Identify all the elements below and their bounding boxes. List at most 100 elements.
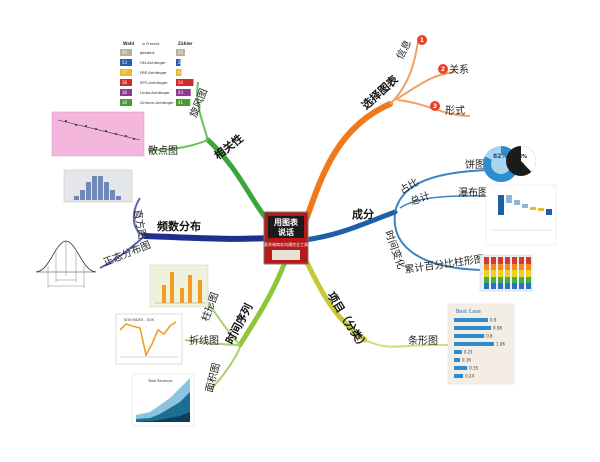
step-3-label: 形式 bbox=[445, 104, 465, 117]
normal-thumb bbox=[35, 240, 97, 288]
stacked-segment bbox=[526, 270, 531, 277]
branch-select-chart-curve bbox=[297, 101, 393, 239]
normal-curve bbox=[99, 235, 146, 269]
stacked-segment bbox=[498, 277, 503, 283]
branch-frequency-curve bbox=[142, 233, 271, 242]
stacked-segment bbox=[519, 257, 524, 264]
stacked-thumb bbox=[479, 254, 533, 292]
pie-a-value: 82% bbox=[493, 153, 507, 160]
stacked-segment bbox=[505, 277, 510, 283]
tornado-header-right: Zähler bbox=[178, 41, 193, 46]
branch-component-label: 成分 bbox=[352, 207, 374, 221]
stacked-segment bbox=[491, 264, 496, 270]
tornado-left-value: 36 bbox=[122, 80, 128, 85]
tornado-header-left: Wahl bbox=[123, 41, 135, 46]
tornado-right-value: 6 bbox=[178, 70, 181, 75]
bar bbox=[454, 350, 462, 354]
center-book: 用图表 说话 麦肯锡商务沟通完全工具 bbox=[263, 211, 309, 265]
step-1-label: 信息 bbox=[393, 38, 414, 62]
bar-value-label: 0.24 bbox=[465, 374, 474, 379]
center-title-line2: 说话 bbox=[278, 227, 294, 237]
tornado-left-bar bbox=[120, 69, 132, 76]
tornado-left-value: 46 bbox=[122, 50, 128, 55]
branch-component-curve bbox=[302, 209, 398, 243]
pie-thumb: 82% 38% xxxxx bbox=[482, 146, 536, 183]
line-curve bbox=[184, 339, 241, 346]
pie-a-hole bbox=[491, 154, 511, 174]
bar-value-label: 0.21 bbox=[464, 350, 473, 355]
tornado-row-name: Ott-Anhänger bbox=[140, 60, 166, 65]
pie-b-slice bbox=[521, 146, 536, 172]
histogram-curve bbox=[132, 197, 146, 237]
bar-value-label: 0.35 bbox=[469, 366, 478, 371]
tornado-right-value: 54 bbox=[178, 80, 184, 85]
stacked-segment bbox=[484, 264, 489, 270]
tornado-right-value: 41 bbox=[178, 100, 184, 105]
normal-dist-label: 正态分布图 bbox=[101, 238, 152, 269]
stacked-segment bbox=[512, 257, 517, 264]
line-chart-label: 折线图 bbox=[189, 334, 219, 347]
stacked-curve bbox=[393, 213, 483, 271]
stacked-segment bbox=[484, 257, 489, 264]
step-2-curve bbox=[394, 71, 456, 101]
line-thumb: SOX INDEX - SOX bbox=[115, 313, 183, 365]
bar bbox=[454, 366, 468, 370]
scatter-curve bbox=[147, 139, 209, 151]
tornado-curve bbox=[196, 81, 209, 141]
pie-curve bbox=[394, 169, 491, 213]
stacked-segment bbox=[519, 283, 524, 289]
tornado-right-value: 2 bbox=[178, 60, 181, 65]
step-1-curve bbox=[389, 41, 419, 105]
scatter-label: 散点图 bbox=[148, 144, 178, 157]
bar-value-label: 0.8 bbox=[486, 334, 493, 339]
tornado-row-name: gesamt bbox=[140, 50, 155, 55]
tornado-left-bar bbox=[120, 59, 132, 66]
tornado-left-bar bbox=[120, 99, 132, 106]
tornado-right-bar bbox=[176, 99, 191, 106]
step-1: 信息 1 bbox=[393, 35, 427, 61]
stacked-segment bbox=[505, 270, 510, 277]
step-2-label: 关系 bbox=[449, 63, 469, 76]
bar bbox=[454, 334, 485, 338]
tornado-right-value: 20 bbox=[178, 50, 184, 55]
center-title-line1: 用图表 bbox=[273, 217, 299, 227]
bar-value-label: 0.98 bbox=[493, 326, 502, 331]
stacked-segment bbox=[505, 257, 510, 264]
branch-items-label: 项目（分类） bbox=[324, 289, 371, 352]
stacked-segment bbox=[526, 264, 531, 270]
stacked-segment bbox=[512, 277, 517, 283]
stacked-segment bbox=[519, 277, 524, 283]
bar-value-label: 0.16 bbox=[462, 358, 471, 363]
tornado-left-bar bbox=[120, 79, 132, 86]
bar-chart-label: 条形图 bbox=[408, 334, 438, 347]
step-3: 3 形式 bbox=[430, 101, 465, 117]
pie-chart-label: 饼图 bbox=[465, 158, 485, 171]
branch-frequency-label: 频数分布 bbox=[157, 219, 201, 233]
pie-b-caption: xxxxx bbox=[515, 161, 524, 165]
stacked-segment bbox=[505, 283, 510, 289]
stacked-segment bbox=[491, 283, 496, 289]
step-3-number: 3 bbox=[433, 103, 437, 110]
area-thumb: Total Revenue bbox=[131, 373, 195, 427]
stacked-segment bbox=[491, 277, 496, 283]
step-2-number: 2 bbox=[441, 66, 445, 73]
stacked-segment bbox=[491, 270, 496, 277]
stacked-segment bbox=[526, 283, 531, 289]
tornado-left-bar bbox=[120, 49, 132, 56]
stacked-segment bbox=[484, 283, 489, 289]
stacked-segment bbox=[505, 264, 510, 270]
stacked-segment bbox=[512, 283, 517, 289]
tornado-row-name: Linke-Anhänger bbox=[140, 90, 170, 95]
bar bbox=[454, 342, 494, 346]
tornado-right-bar bbox=[176, 69, 182, 76]
share-label: 占比 bbox=[397, 175, 421, 196]
waterfall-thumb bbox=[485, 184, 557, 246]
stacked-segment bbox=[526, 257, 531, 264]
tornado-left-bar bbox=[120, 89, 132, 96]
step-1-number: 1 bbox=[420, 37, 424, 44]
bar bbox=[454, 374, 464, 378]
tornado-right-bar bbox=[176, 49, 185, 56]
area-curve bbox=[209, 347, 241, 391]
